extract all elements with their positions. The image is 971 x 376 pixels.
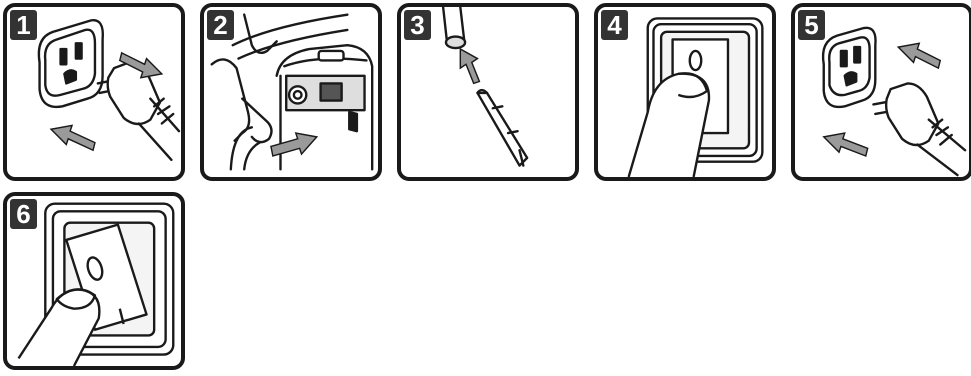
step-panel-5: 5: [791, 3, 971, 181]
step-panel-2: 2: [200, 3, 382, 181]
step-number-badge: 6: [10, 199, 37, 229]
step-number-badge: 4: [601, 10, 628, 40]
step-number-badge: 3: [404, 10, 431, 40]
step-number-badge: 1: [10, 10, 37, 40]
step-panel-3: 3: [397, 3, 579, 181]
step-panel-6: 6: [3, 192, 185, 370]
step-number-badge: 2: [207, 10, 234, 40]
step-number-badge: 5: [798, 10, 825, 40]
step-panel-4: 4: [594, 3, 776, 181]
step-panel-1: 1: [3, 3, 185, 181]
